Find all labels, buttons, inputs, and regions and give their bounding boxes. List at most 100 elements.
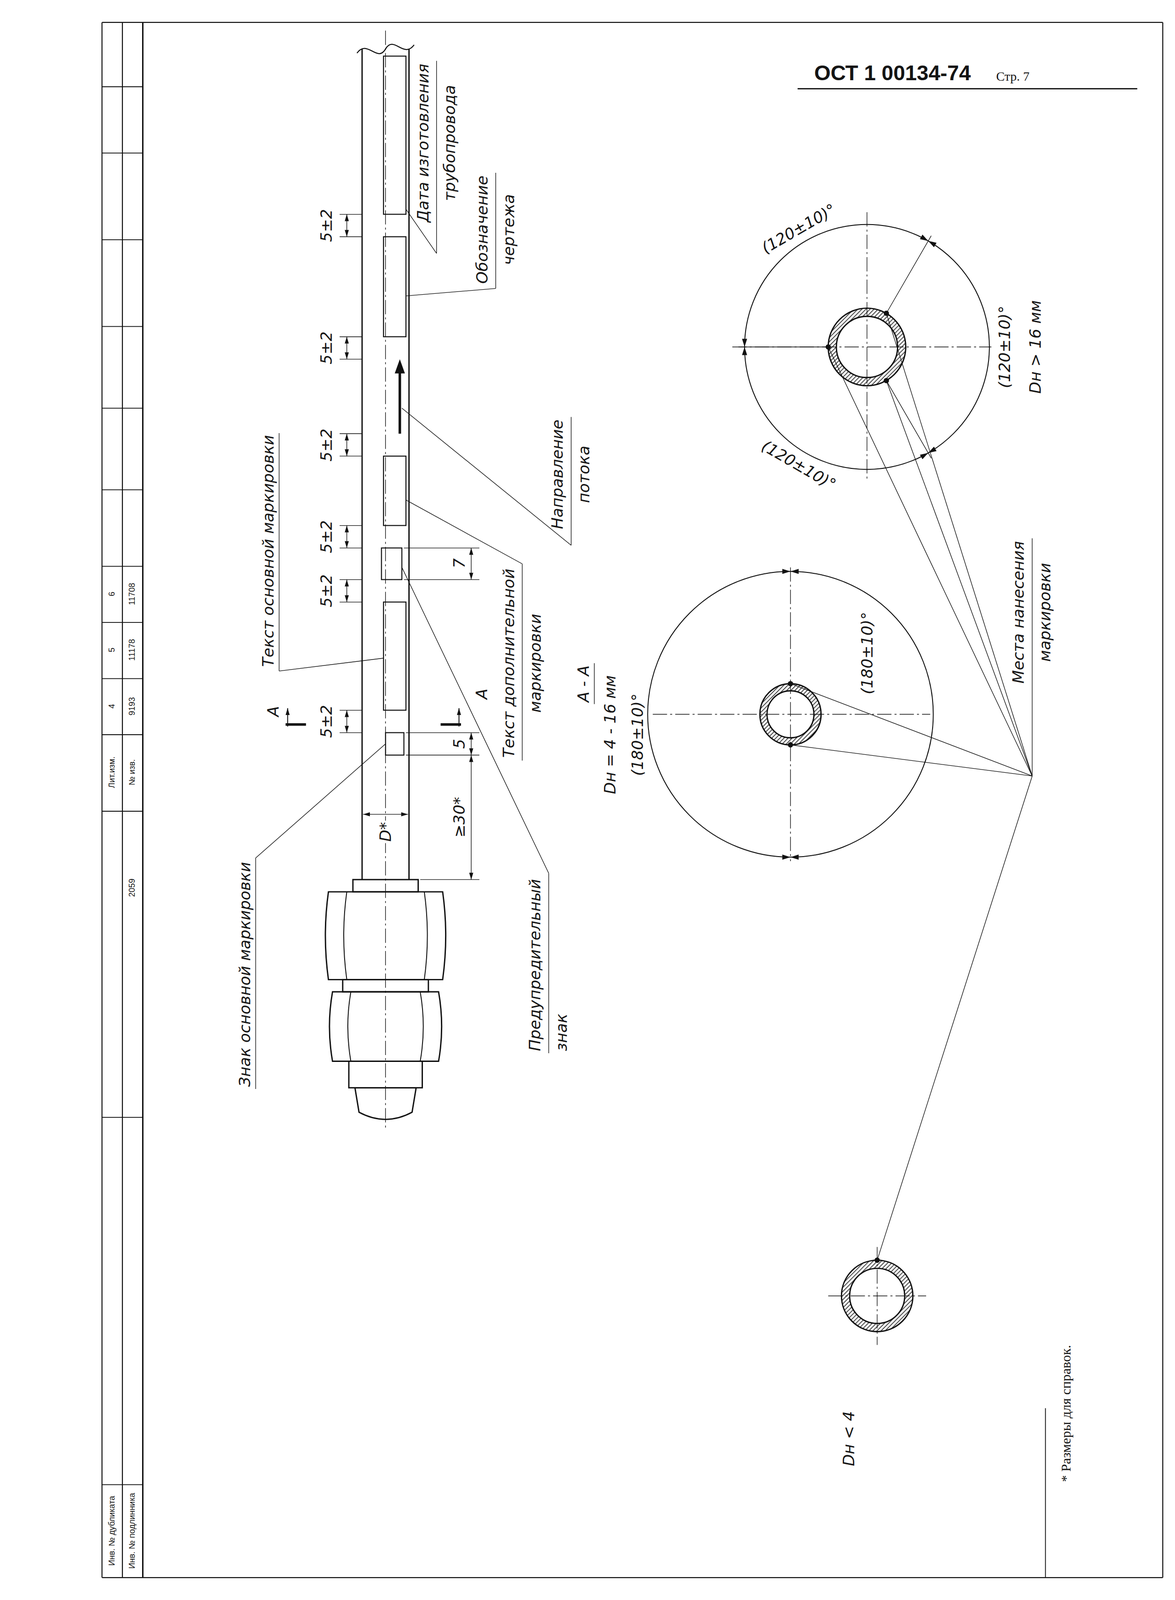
leader-line bbox=[790, 744, 1033, 776]
label-frame: ≥30* bbox=[449, 796, 469, 838]
diameter-text: Dн = 4 - 16 мм bbox=[600, 675, 620, 794]
label-frame: Dн > 16 мм bbox=[1026, 300, 1045, 394]
angle-text: (180±10)° bbox=[857, 611, 877, 695]
stamp-heading: Инв. № дубликата bbox=[107, 1495, 118, 1565]
diameter-text: Dн > 16 мм bbox=[1026, 300, 1045, 394]
diameter-text: D* bbox=[376, 820, 396, 843]
leader-line bbox=[877, 775, 1033, 1260]
label-frame: 11708 bbox=[127, 582, 138, 605]
label-frame: (120±10)° bbox=[757, 199, 839, 258]
angle-text: (120±10)° bbox=[757, 436, 839, 495]
label-frame: * Размеры для справок. bbox=[1057, 1344, 1075, 1482]
dimension-text: 5±2 bbox=[317, 428, 336, 462]
stamp-value: 2059 bbox=[127, 878, 138, 897]
page-number: Стр. 7 bbox=[996, 68, 1030, 85]
label-frame: А bbox=[472, 688, 491, 699]
angle-text: (180±10)° bbox=[628, 693, 648, 776]
label-frame: Инв. № дубликата bbox=[107, 1495, 118, 1565]
dimension-text: 5±2 bbox=[317, 574, 336, 608]
label-frame: Лит.изм. bbox=[107, 756, 118, 789]
callout-text: Текст дополнительной маркировки bbox=[495, 567, 550, 759]
leader-line bbox=[828, 346, 1033, 776]
leader-line bbox=[279, 658, 384, 671]
callout-text: Места нанесения маркировки bbox=[1005, 540, 1060, 685]
callout-text: Знак основной маркировки bbox=[235, 862, 255, 1087]
leader-line bbox=[255, 743, 386, 858]
label-frame: 11178 bbox=[127, 639, 138, 661]
leader-line bbox=[406, 499, 523, 564]
shelf-line bbox=[593, 663, 595, 704]
stamp-heading: Инв. № подлинника bbox=[127, 1492, 138, 1569]
shelf-line bbox=[278, 433, 280, 671]
stamp-value: 11178 bbox=[127, 639, 138, 661]
label-frame: 2059 bbox=[127, 878, 138, 897]
label-frame: 5 bbox=[107, 647, 118, 653]
callout-text: Обозначение чертежа bbox=[469, 174, 523, 285]
stamp-value: 4 bbox=[107, 703, 118, 709]
label-frame: (120±10)° bbox=[757, 436, 839, 495]
label-frame: 5±2 bbox=[317, 704, 336, 738]
stamp-value: 11708 bbox=[127, 582, 138, 605]
label-frame: Места нанесения маркировки bbox=[1005, 540, 1060, 685]
dimension-text: 7 bbox=[449, 558, 469, 569]
stamp-heading: № изв. bbox=[127, 759, 138, 786]
callout-text: Направление потока bbox=[544, 418, 599, 530]
label-frame: Обозначение чертежа bbox=[469, 174, 523, 285]
section-title: А - А bbox=[574, 664, 593, 702]
callout-text: Дата изготовления трубопровода bbox=[410, 62, 464, 223]
footnote: * Размеры для справок. bbox=[1057, 1344, 1075, 1482]
stamp-value: 6 bbox=[107, 591, 118, 597]
section-letter: А bbox=[263, 705, 283, 717]
stamp-value: 9193 bbox=[127, 697, 138, 716]
label-frame: Предупредительный знак bbox=[522, 877, 576, 1051]
label-frame: Знак основной маркировки bbox=[235, 862, 255, 1087]
leader-line bbox=[790, 683, 1033, 777]
dimension-text: ≥30* bbox=[449, 796, 469, 838]
dimension-text: 5±2 bbox=[317, 704, 336, 738]
label-frame: 5±2 bbox=[317, 208, 336, 242]
label-frame: Текст дополнительной маркировки bbox=[495, 567, 550, 759]
label-frame: Dн = 4 - 16 мм bbox=[600, 675, 620, 794]
shelf-line bbox=[521, 563, 523, 761]
label-frame: ОСТ 1 00134-74 bbox=[814, 60, 972, 87]
leader-line bbox=[406, 288, 496, 296]
shelf-line bbox=[1032, 538, 1033, 776]
callout-text: Текст основной маркировки bbox=[258, 434, 278, 667]
shelf-line bbox=[495, 172, 496, 289]
leader-line bbox=[401, 567, 549, 874]
leader-line bbox=[401, 408, 572, 546]
section-views bbox=[647, 212, 992, 1345]
dimension-text: 5±2 bbox=[317, 520, 336, 554]
callout-text: Предупредительный знак bbox=[522, 877, 576, 1051]
sheet-frame bbox=[102, 22, 1164, 1578]
leader-lines bbox=[255, 60, 1033, 1261]
label-frame: (180±10)° bbox=[857, 611, 877, 695]
label-frame: Текст основной маркировки bbox=[258, 434, 278, 667]
standard-code: ОСТ 1 00134-74 bbox=[814, 60, 972, 87]
shelf-line bbox=[255, 857, 256, 1089]
label-frame: Dн < 4 bbox=[839, 1411, 858, 1467]
label-frame: (180±10)° bbox=[628, 693, 648, 776]
dimension-text: 5±2 bbox=[317, 208, 336, 242]
dimension-text: 5 bbox=[449, 738, 469, 749]
label-frame: Стр. 7 bbox=[996, 68, 1030, 85]
label-frame: 5±2 bbox=[317, 574, 336, 608]
shelf-line bbox=[571, 417, 572, 546]
stamp-heading: Лит.изм. bbox=[107, 756, 118, 789]
dimension-lines bbox=[285, 214, 480, 880]
label-frame: 4 bbox=[107, 703, 118, 709]
label-frame: 5±2 bbox=[317, 520, 336, 554]
label-frame: 9193 bbox=[127, 697, 138, 716]
label-frame: А - А bbox=[574, 664, 593, 702]
stamp-value: 5 bbox=[107, 647, 118, 653]
label-frame: Направление потока bbox=[544, 418, 599, 530]
label-frame: Инв. № подлинника bbox=[127, 1492, 138, 1569]
shelf-line bbox=[436, 60, 437, 254]
label-frame: Дата изготовления трубопровода bbox=[410, 62, 464, 223]
angle-text: (120±10)° bbox=[995, 305, 1015, 389]
label-frame: 7 bbox=[449, 558, 469, 569]
angle-text: (120±10)° bbox=[757, 199, 839, 258]
label-frame: 5 bbox=[449, 738, 469, 749]
